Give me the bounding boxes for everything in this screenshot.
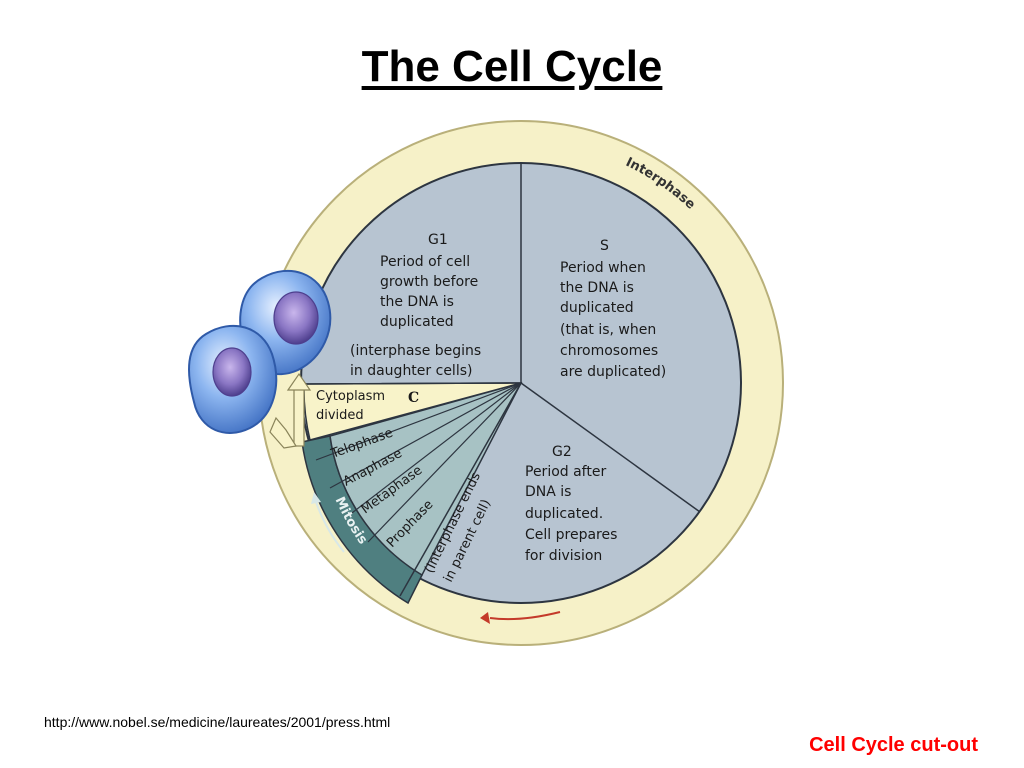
- s-heading: S: [600, 238, 609, 254]
- division-arrow-left: [269, 416, 297, 449]
- g1-label-group: G1 Period of cell growth before the DNA …: [350, 232, 481, 379]
- divider-phase-3: [347, 382, 522, 517]
- nucleus: [212, 347, 252, 397]
- g2-heading: G2: [552, 444, 572, 460]
- mitosis-direction-arrow: [311, 492, 345, 553]
- g2-line: for division: [525, 548, 602, 564]
- g1-line: growth before: [380, 274, 478, 290]
- source-url: http://www.nobel.se/medicine/laureates/2…: [44, 714, 391, 730]
- cytoplasm-marker: C: [408, 390, 419, 406]
- g1-line: the DNA is: [380, 294, 454, 310]
- g2-label-group: G2 Period after DNA is duplicated. Cell …: [525, 444, 617, 564]
- divider-phase-2: [329, 382, 522, 489]
- divider-g1-cytoplasm: [303, 382, 522, 385]
- g2-line: duplicated.: [525, 506, 603, 522]
- divider-s-g2: [520, 382, 701, 513]
- s-line: are duplicated): [560, 364, 666, 380]
- footer-note: Cell Cycle cut-out: [809, 734, 978, 756]
- divider-g2-mitosis: [399, 382, 522, 597]
- cytoplasm-line: divided: [316, 408, 364, 423]
- g1-heading: G1: [428, 232, 448, 248]
- g1-note-line: (interphase begins: [350, 343, 481, 359]
- slide-title: The Cell Cycle: [361, 42, 663, 91]
- s-line: duplicated: [560, 300, 634, 316]
- s-label-group: S Period when the DNA is duplicated (tha…: [560, 238, 666, 380]
- g2-line: Period after: [525, 464, 606, 480]
- s-line: chromosomes: [560, 343, 658, 359]
- g2-line: Cell prepares: [525, 527, 617, 543]
- s-line: Period when: [560, 260, 646, 276]
- g1-line: Period of cell: [380, 254, 470, 270]
- g1-note-line: in daughter cells): [350, 363, 472, 379]
- daughter-cell: [188, 324, 278, 434]
- divider-phase-4: [367, 382, 522, 543]
- ring-direction-arrow: [480, 611, 561, 624]
- s-line: (that is, when: [560, 322, 656, 338]
- g1-line: duplicated: [380, 314, 454, 330]
- cytoplasm-line: Cytoplasm: [316, 389, 385, 404]
- nucleus: [273, 291, 319, 345]
- divider-phase-1: [315, 382, 522, 461]
- division-arrow-up: [286, 372, 312, 447]
- g2-line: DNA is: [525, 484, 571, 500]
- s-line: the DNA is: [560, 280, 634, 296]
- mitosis-phase-region: [329, 381, 523, 577]
